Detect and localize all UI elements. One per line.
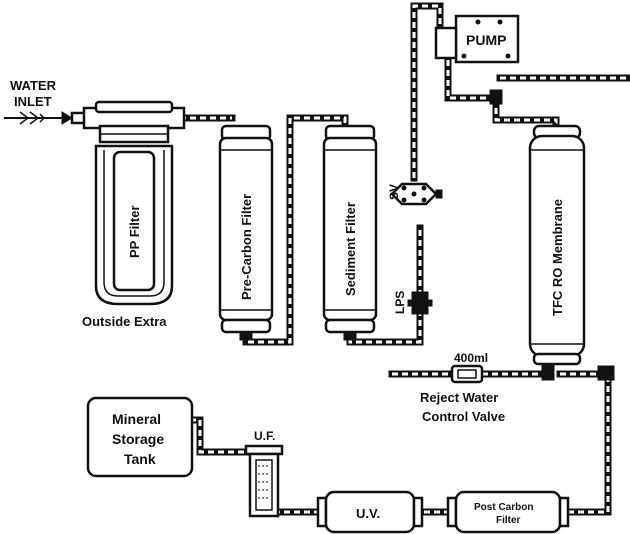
- sediment-filter-label: Sediment Filter: [343, 202, 358, 296]
- pp-filter-label: PP Filter: [127, 205, 142, 258]
- membrane-reject-fitting: [541, 363, 555, 381]
- uf-filter: U.F.: [244, 429, 284, 518]
- storage-tank-body: [86, 396, 194, 478]
- post-carbon-label-line2: Filter: [496, 515, 521, 526]
- reject-valve-label-line2: Control Valve: [422, 409, 505, 424]
- ro-membrane: TFC RO Membrane: [528, 117, 586, 366]
- lps-label: LPS: [393, 291, 407, 314]
- low-pressure-switch: LPS: [393, 291, 433, 315]
- uf-body: [248, 452, 280, 518]
- uf-label: U.F.: [254, 429, 275, 443]
- pipe-product-line: [556, 370, 612, 516]
- solenoid-valve: SV: [387, 182, 443, 206]
- mineral-storage-tank: Mineral Storage Tank: [86, 396, 194, 478]
- sediment-filter: Sediment Filter: [322, 124, 378, 341]
- pre-carbon-filter-label: Pre-Carbon Filter: [239, 194, 254, 300]
- pump-label: PUMP: [466, 32, 506, 48]
- pipe-pump-to-tee: [444, 56, 500, 102]
- reject-valve-body: [450, 364, 484, 384]
- pump: PUMP: [434, 14, 520, 64]
- pp-filter-cartridge: [112, 150, 156, 292]
- post-carbon-filter: Post Carbon Filter: [446, 490, 570, 534]
- ro-membrane-label: TFC RO Membrane: [550, 199, 565, 316]
- post-carbon-label-line1: Post Carbon: [474, 502, 533, 513]
- uv-label: U.V.: [356, 506, 380, 521]
- tank-label-line1: Mineral: [112, 411, 161, 427]
- water-inlet-label-line1: WATER: [10, 78, 57, 93]
- pipe-tee-to-membrane: [492, 94, 560, 132]
- tee-fitting-top: [489, 89, 503, 105]
- water-inlet: WATER INLET: [4, 78, 88, 125]
- tank-label-line2: Storage: [112, 431, 164, 447]
- reject-valve-label-line1: Reject Water: [420, 390, 498, 405]
- pre-carbon-filter: Pre-Carbon Filter: [218, 124, 274, 341]
- inlet-arrow-icon: [19, 111, 30, 125]
- reject-water-control-valve: 400ml Reject Water Control Valve: [420, 351, 505, 424]
- water-inlet-label-line2: INLET: [14, 94, 52, 109]
- sv-label: SV: [387, 184, 401, 200]
- tank-label-line3: Tank: [124, 451, 156, 467]
- inlet-valve-icon: [61, 111, 73, 125]
- flow-rate-label: 400ml: [454, 351, 488, 365]
- pp-filter: PP Filter Outside Extra: [82, 100, 186, 329]
- outside-extra-label: Outside Extra: [82, 314, 167, 329]
- tee-fitting-product: [597, 365, 615, 381]
- uv-filter: U.V.: [316, 490, 424, 534]
